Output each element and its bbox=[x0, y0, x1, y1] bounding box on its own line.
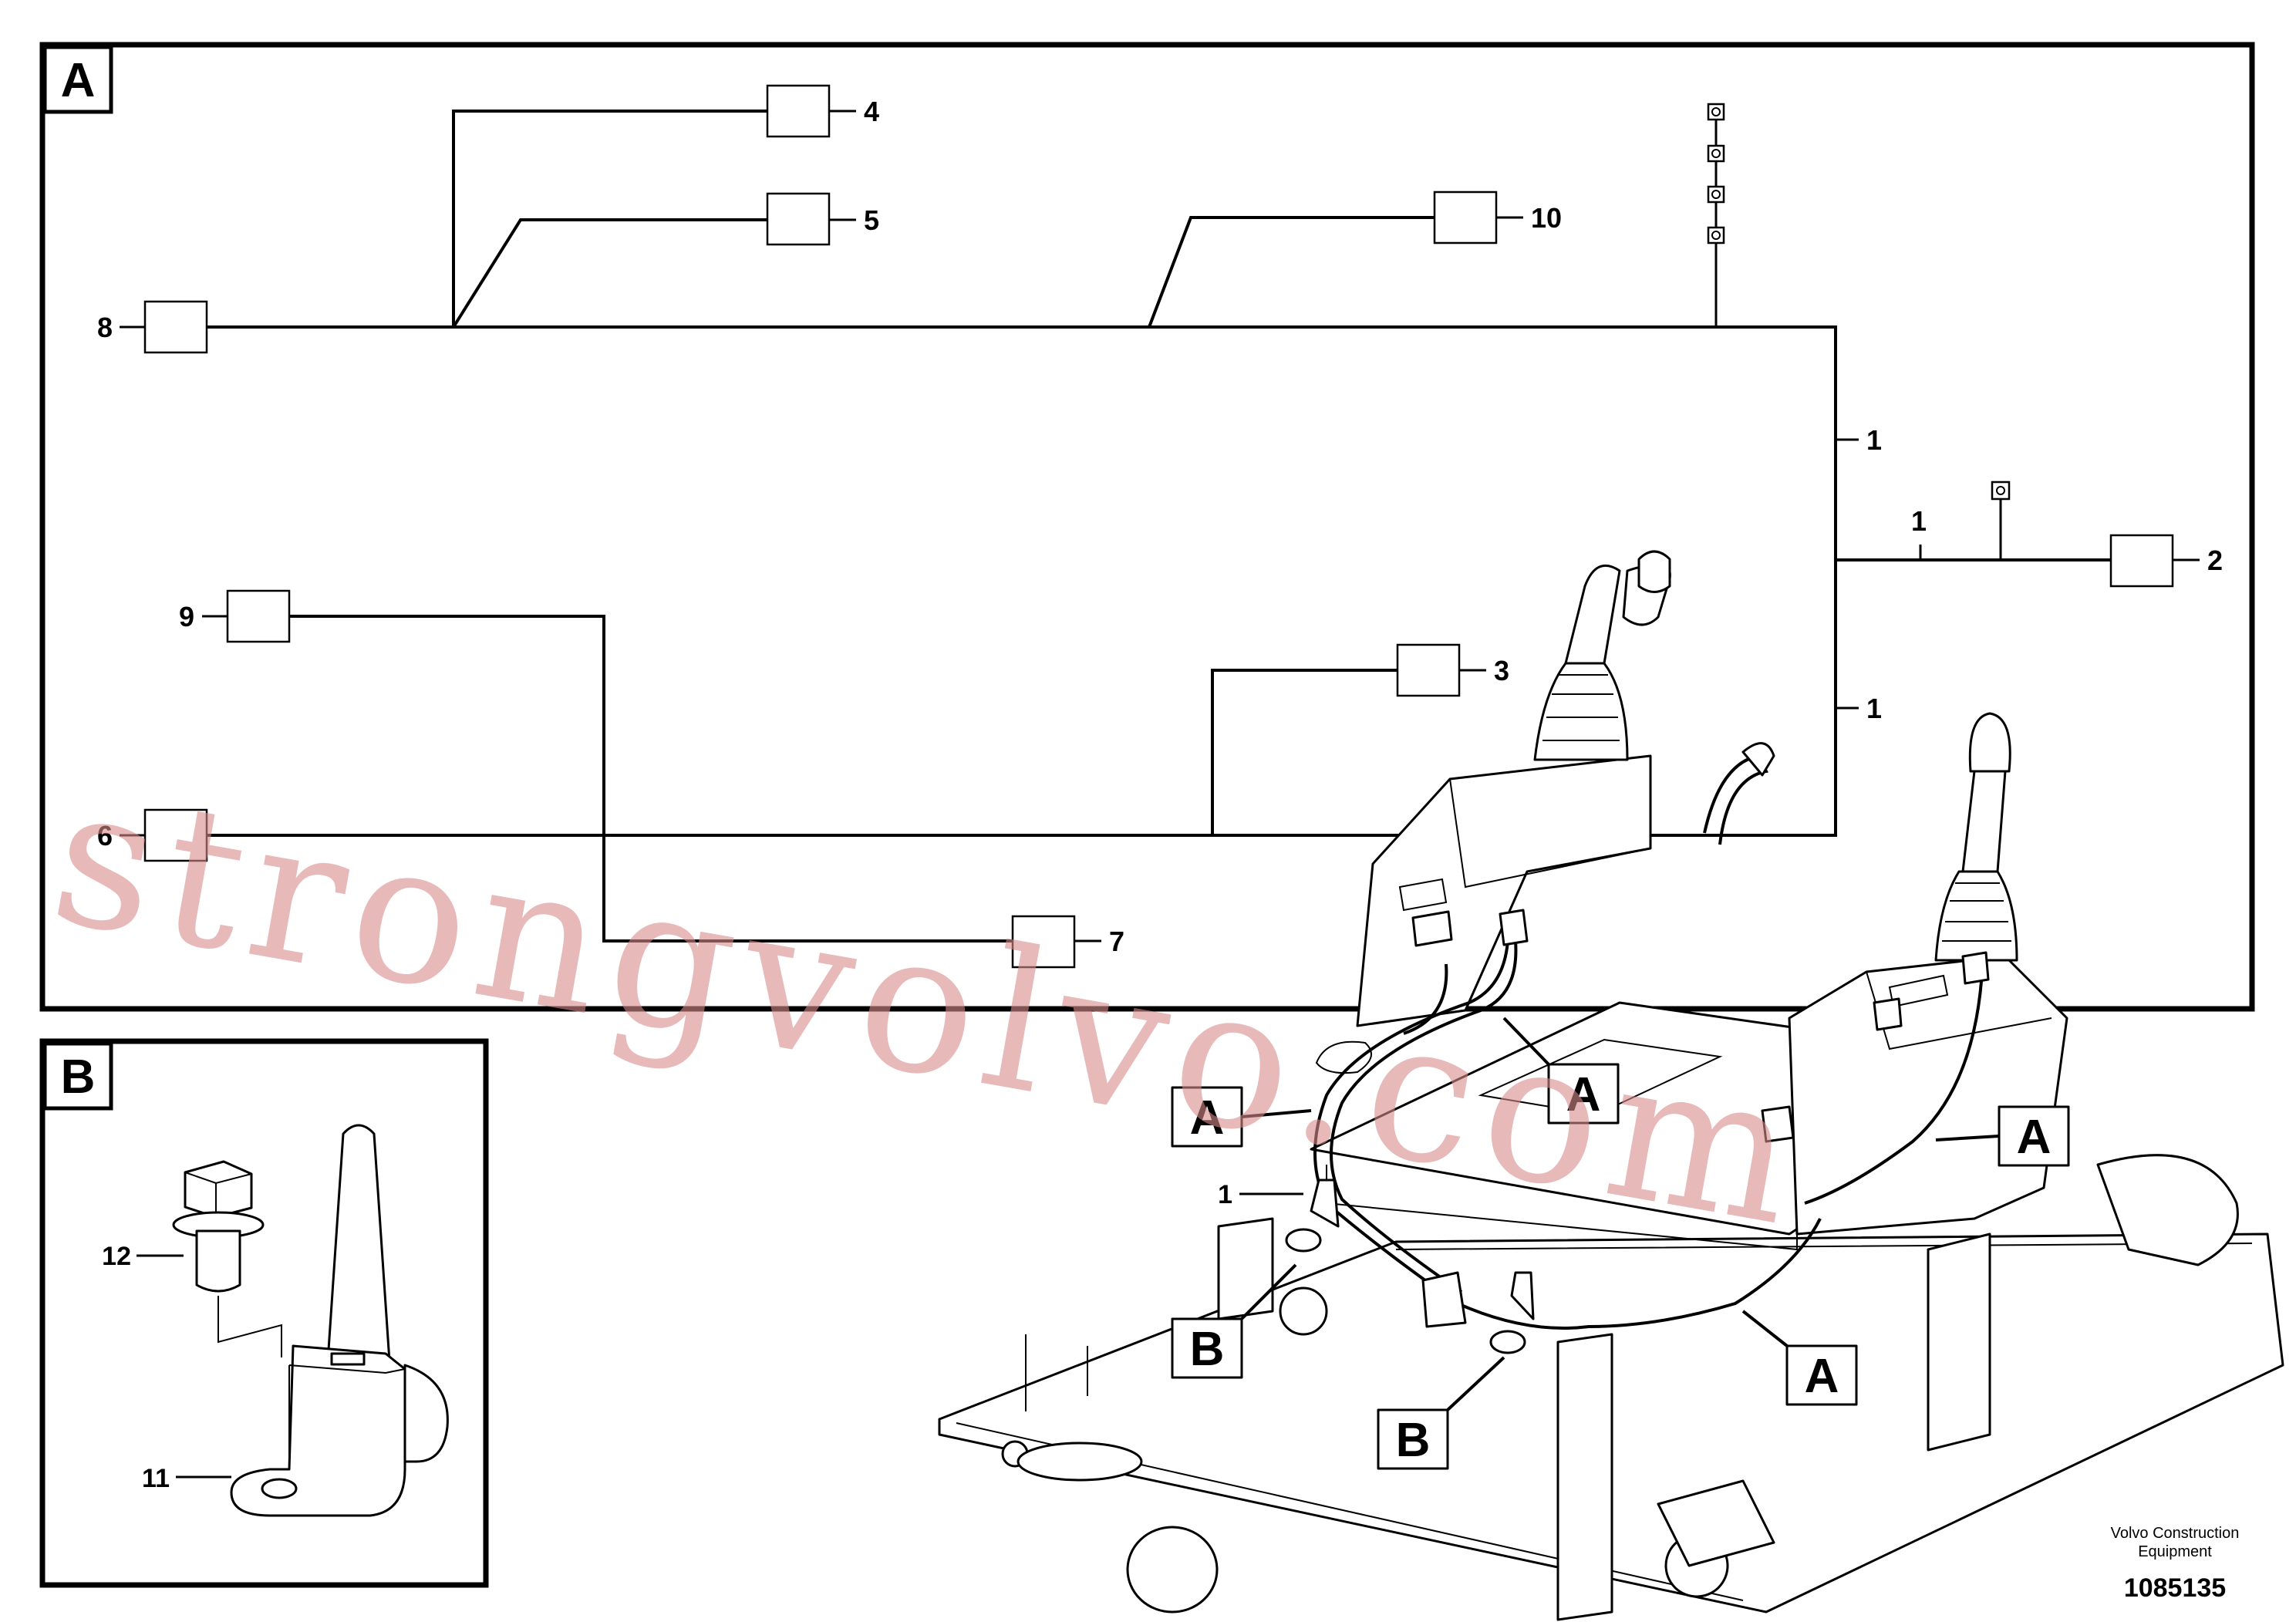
label-3: 3 bbox=[1494, 655, 1509, 686]
connector-box-9 bbox=[226, 589, 291, 643]
panel-a-frame bbox=[39, 42, 2255, 1012]
callout-a-center-box bbox=[1547, 1063, 1620, 1125]
left-console-body bbox=[1356, 754, 1652, 1027]
label-11: 11 bbox=[142, 1464, 170, 1493]
harness-route-right bbox=[1804, 971, 1984, 1205]
panel-a-tag: A bbox=[61, 54, 96, 107]
callout-a-bottom-box bbox=[1785, 1344, 1858, 1406]
callout-b-left-box bbox=[1171, 1317, 1243, 1379]
connector-box-5 bbox=[766, 192, 831, 246]
callout-b-bottom: B bbox=[1396, 1414, 1431, 1467]
label-5: 5 bbox=[864, 204, 879, 236]
label-harness-1: 1 bbox=[1218, 1180, 1232, 1209]
left-joystick-boot bbox=[1533, 662, 1629, 761]
panel-b-frame bbox=[39, 1038, 489, 1588]
right-console-body bbox=[1788, 955, 2068, 1236]
front-bracket bbox=[1217, 1217, 1274, 1320]
connector-box-2 bbox=[2109, 534, 2174, 588]
panel-a: A bbox=[39, 42, 2255, 1012]
label-8: 8 bbox=[97, 312, 113, 343]
harness-route-main bbox=[1313, 940, 1822, 1330]
callout-a-left: A bbox=[1190, 1091, 1225, 1145]
ground-terminals bbox=[1707, 103, 1725, 244]
branch-10 bbox=[1148, 216, 1436, 328]
right-joystick-boot bbox=[1934, 870, 2018, 962]
panel-b: B 12 11 bbox=[39, 1038, 489, 1588]
connector-box-7 bbox=[1011, 915, 1076, 969]
clip-icon bbox=[230, 1124, 449, 1517]
rear-bracket bbox=[1927, 1233, 1991, 1452]
maker-line-1: Volvo Construction bbox=[2111, 1525, 2240, 1542]
callout-a-right: A bbox=[2017, 1111, 2052, 1164]
connector-box-8 bbox=[143, 300, 208, 354]
label-4: 4 bbox=[864, 96, 879, 127]
console-assembly bbox=[938, 550, 2284, 1621]
label-leaders bbox=[120, 110, 2200, 943]
branch-9-7 bbox=[289, 615, 1013, 943]
lower-bracket bbox=[1556, 1333, 1613, 1621]
drawing-number: 1085135 bbox=[2124, 1573, 2226, 1603]
harness-clip-2 bbox=[1510, 1271, 1535, 1320]
label-7: 7 bbox=[1109, 926, 1124, 957]
rear-fitting bbox=[2096, 1154, 2239, 1266]
callout-a-left-box bbox=[1171, 1086, 1243, 1148]
connector-box-4 bbox=[766, 84, 831, 138]
callout-b-left: B bbox=[1190, 1323, 1225, 1376]
connector-box-10 bbox=[1433, 191, 1498, 244]
panel-a-tag-box bbox=[42, 45, 113, 114]
right-joystick-stem bbox=[1961, 770, 2007, 873]
label-6: 6 bbox=[97, 820, 113, 851]
branch-5 bbox=[452, 218, 770, 329]
ground-terminal-2 bbox=[1991, 481, 2011, 501]
callout-tags: A A A A B B 1 bbox=[1171, 1017, 2070, 1470]
panel-b-tag: B bbox=[61, 1050, 96, 1104]
pedal-ring bbox=[1126, 1526, 1219, 1614]
connector-box-3 bbox=[1396, 643, 1461, 697]
branch-4 bbox=[452, 110, 770, 327]
branch-3 bbox=[1211, 669, 1400, 835]
harness-clip-1 bbox=[1310, 1179, 1340, 1228]
label-12: 12 bbox=[102, 1242, 131, 1271]
callout-a-center: A bbox=[1566, 1068, 1601, 1121]
assembly-axis bbox=[217, 1296, 282, 1357]
right-joystick-grip bbox=[1968, 712, 2011, 773]
footer: Volvo Construction Equipment 1085135 bbox=[2111, 1525, 2240, 1603]
connector-lower-plug bbox=[1421, 1271, 1467, 1328]
connector-right-plug bbox=[1761, 1105, 1795, 1143]
label-1-low: 1 bbox=[1866, 693, 1882, 724]
callout-a-bottom: A bbox=[1805, 1350, 1839, 1403]
maker-line-2: Equipment bbox=[2138, 1543, 2212, 1560]
label-1-mid: 1 bbox=[1911, 505, 1927, 537]
main-harness bbox=[207, 325, 1837, 837]
callout-a-right-box bbox=[1998, 1105, 2070, 1167]
label-2: 2 bbox=[2207, 545, 2223, 576]
left-joystick-stem bbox=[1564, 564, 1621, 665]
panel-b-tag-box bbox=[42, 1041, 113, 1111]
label-10: 10 bbox=[1531, 202, 1562, 234]
connector-left-plug bbox=[1411, 910, 1453, 947]
label-1-top: 1 bbox=[1866, 424, 1882, 456]
callout-b-bottom-box bbox=[1377, 1408, 1449, 1470]
label-9: 9 bbox=[179, 601, 194, 632]
bolt-icon bbox=[172, 1160, 265, 1293]
connector-box-6 bbox=[143, 808, 208, 862]
